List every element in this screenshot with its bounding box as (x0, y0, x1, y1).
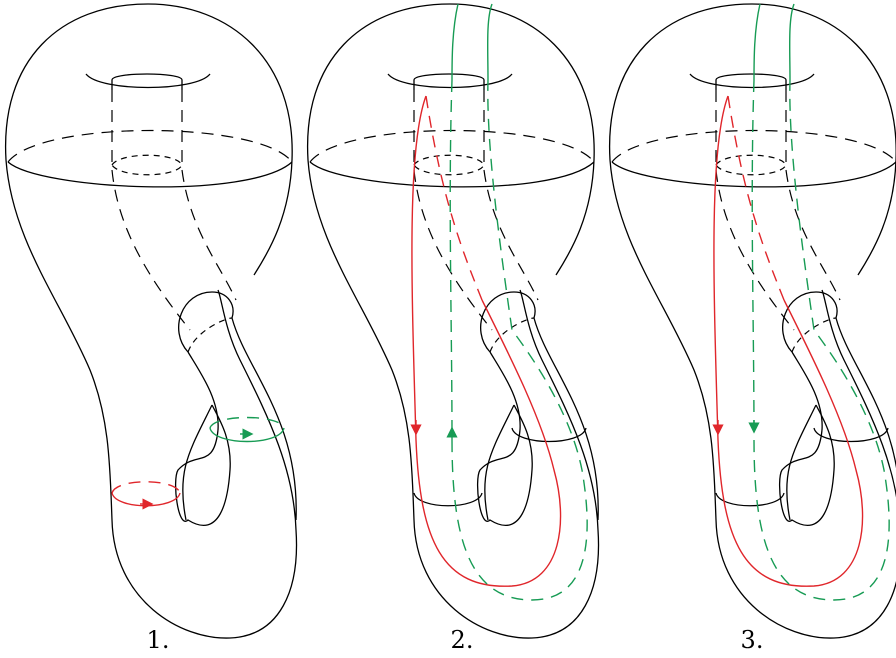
red-path-2-hidden (425, 95, 483, 301)
green-path-2-hidden (449, 79, 588, 601)
panel-label-3: 3. (740, 626, 764, 654)
panel-3 (608, 3, 896, 639)
green-loop-1 (209, 427, 285, 443)
klein-bottle-1 (4, 3, 298, 639)
panel-label-2: 2. (450, 626, 474, 654)
green-path-3-hidden (751, 79, 890, 601)
ring-3b (813, 427, 889, 443)
panel-label-1: 1. (146, 626, 170, 654)
green-path-2b (486, 3, 493, 81)
green-path-3b (788, 3, 795, 81)
green-loop-1-back (209, 416, 285, 429)
ring-2b (511, 427, 587, 443)
green-path-3 (753, 3, 761, 81)
klein-bottle-2 (306, 3, 600, 639)
ring-3a (715, 492, 785, 507)
panel-1 (4, 3, 298, 639)
red-loop-1-back (111, 481, 181, 494)
green-path-2 (451, 3, 459, 81)
red-path-2 (411, 95, 562, 587)
panel-2 (306, 3, 600, 639)
red-path-3 (713, 95, 864, 587)
ring-2a (413, 492, 483, 507)
red-path-3-hidden (727, 95, 785, 301)
